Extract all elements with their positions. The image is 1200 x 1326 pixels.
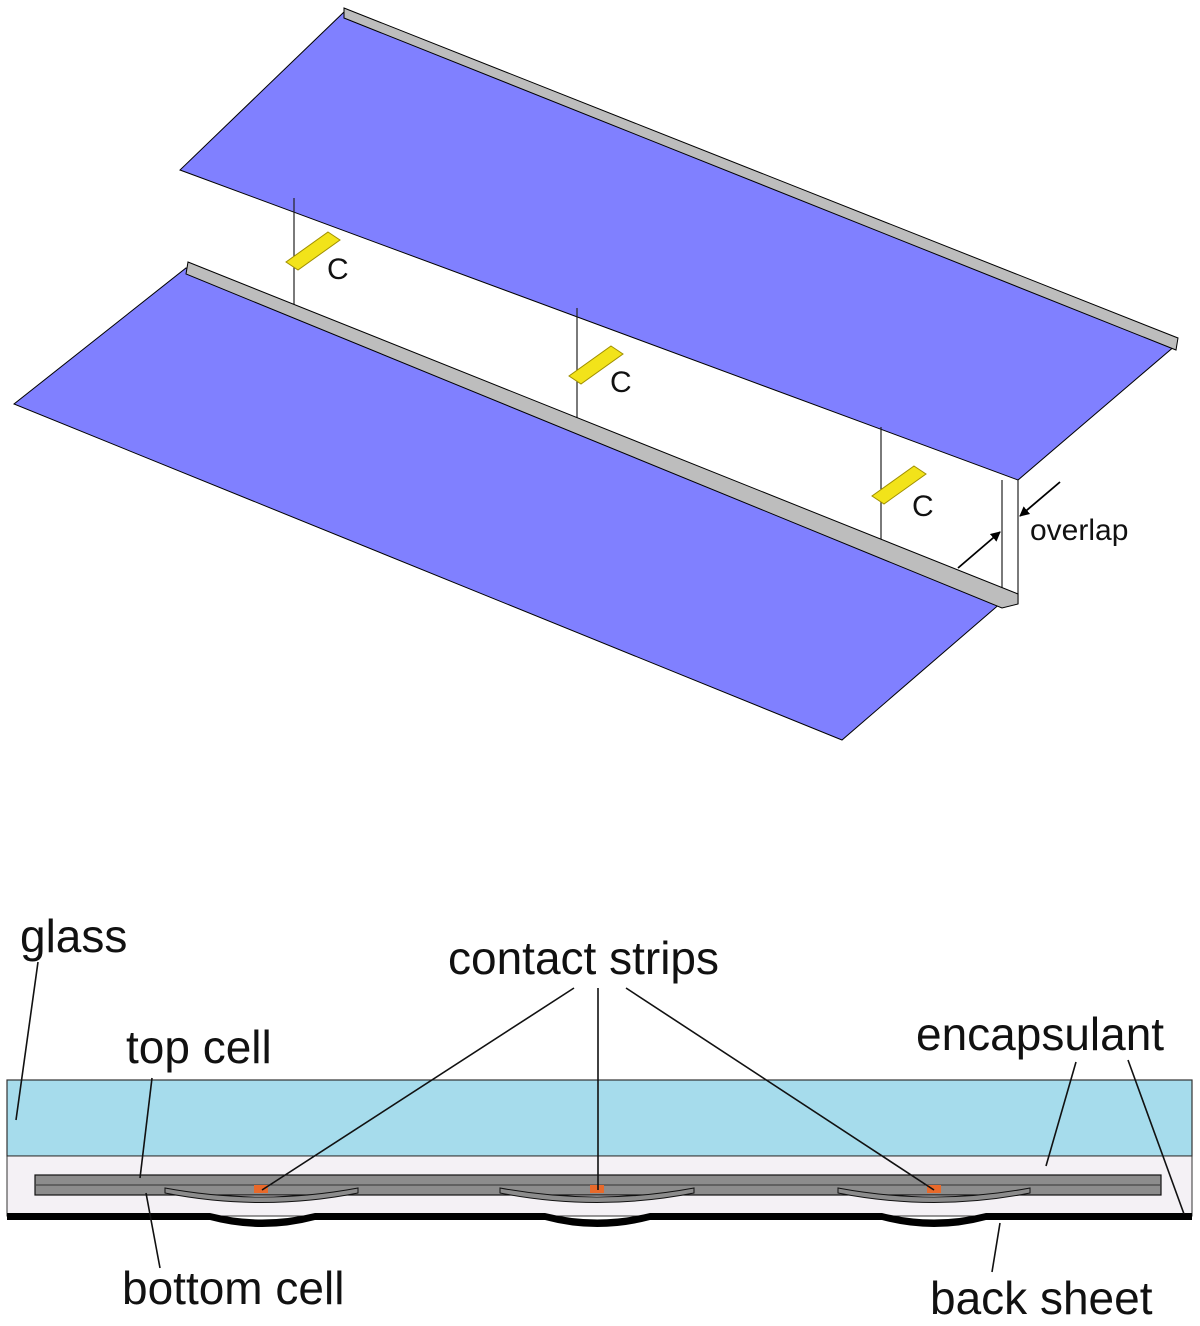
upper-cell-edge <box>343 7 1179 351</box>
bottom-cell-segment-2 <box>499 1187 695 1203</box>
label-encapsulant: encapsulant <box>916 1008 1164 1060</box>
glass-layer <box>6 1079 1193 1157</box>
label-glass: glass <box>20 910 127 962</box>
leader-encapsulant <box>1045 1061 1077 1167</box>
back-sheet <box>7 1213 1192 1227</box>
contact-strip-left <box>285 231 341 271</box>
bottom-cell-segment-1 <box>164 1187 359 1203</box>
overlap-arrow-right <box>1019 481 1061 517</box>
label-back-sheet: back sheet <box>930 1272 1153 1324</box>
leader-bottom-cell <box>145 1192 161 1269</box>
leader-back-sheet <box>991 1222 1001 1273</box>
cross-section-view: glass contact strips top cell encapsulan… <box>6 910 1193 1324</box>
contact-dot-2 <box>590 1185 604 1193</box>
label-top-cell: top cell <box>126 1021 272 1073</box>
contact-label-right: C <box>912 490 934 523</box>
contact-dot-3 <box>927 1185 941 1193</box>
leader-back-sheet-2 <box>1127 1059 1185 1215</box>
label-bottom-cell: bottom cell <box>122 1262 344 1314</box>
contact-strip-right <box>871 465 927 505</box>
lower-cell-edge <box>185 261 1019 609</box>
bottom-cell-segment-3 <box>837 1187 1031 1203</box>
contact-strip-middle <box>568 345 624 385</box>
leader-top-cell <box>139 1077 153 1179</box>
isometric-view: C C C overlap <box>13 7 1179 741</box>
leader-contact-1 <box>261 987 575 1191</box>
contact-label-middle: C <box>610 366 632 399</box>
contact-dot-1 <box>254 1185 268 1193</box>
contact-label-left: C <box>327 253 349 286</box>
label-contact-strips: contact strips <box>448 932 719 984</box>
leader-contact-3 <box>625 987 935 1191</box>
overlap-arrow-left <box>957 531 1001 569</box>
leader-glass <box>15 961 39 1121</box>
overlap-label: overlap <box>1030 514 1128 547</box>
